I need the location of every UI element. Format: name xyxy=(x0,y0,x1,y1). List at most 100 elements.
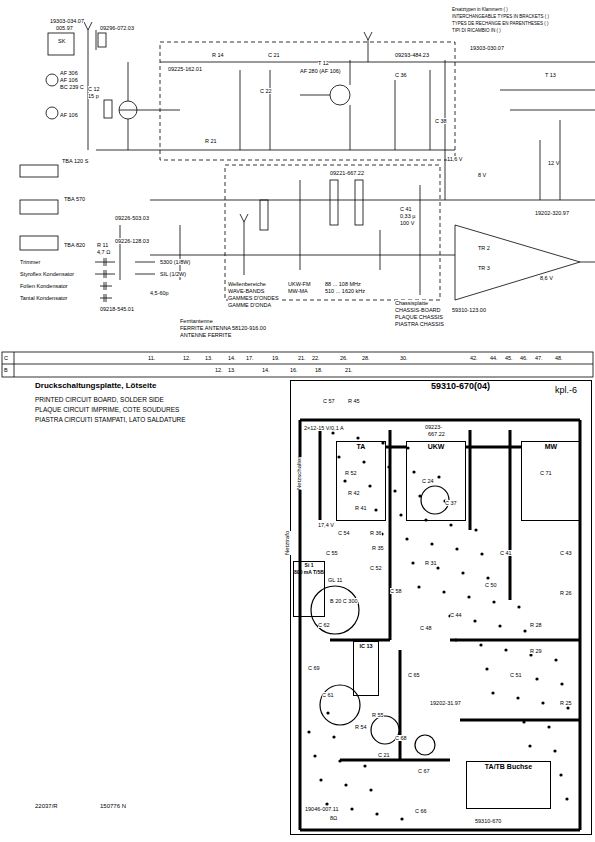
schematic-label: BC 239 C xyxy=(60,84,84,90)
schematic-label: R 21 xyxy=(205,138,217,144)
solder-pad xyxy=(559,773,562,776)
schematic-label: 12. xyxy=(183,355,191,361)
solder-pad xyxy=(498,624,501,627)
pcb-label: C 43 xyxy=(560,550,572,556)
pcb-traces xyxy=(300,420,580,830)
schematic-label: C 21 xyxy=(268,52,280,58)
solder-pad xyxy=(553,749,556,752)
solder-pad xyxy=(338,759,341,762)
pcb-label: R 52 xyxy=(345,470,357,476)
schematic-label: 13. xyxy=(205,355,213,361)
title: Druckschaltungsplatte, Lötseite xyxy=(35,382,156,391)
solder-pad xyxy=(337,455,340,458)
pcb-label: Netztrafo xyxy=(284,531,291,555)
schematic-label: ANTENNE FERRITE xyxy=(180,332,231,338)
schematic-label: 22. xyxy=(312,355,320,361)
pcb-label: kpl.-6 xyxy=(555,386,577,396)
solder-pad xyxy=(486,576,489,579)
schematic-label: 19202-320.97 xyxy=(535,210,569,216)
pcb-label: R 41 xyxy=(355,505,367,511)
solder-pad xyxy=(412,470,415,473)
solder-pad xyxy=(430,542,433,545)
solder-pad xyxy=(461,571,464,574)
schematic-label: 21. xyxy=(345,367,353,373)
solder-pad xyxy=(480,552,483,555)
schematic-label: TBA 120 S xyxy=(62,158,88,164)
schematic-label: 46. xyxy=(520,355,528,361)
box-text: TA xyxy=(337,442,385,451)
pcb-label: C 52 xyxy=(370,565,382,571)
schematic-label: PRINTED CIRCUIT BOARD, SOLDER SIDE xyxy=(35,396,164,403)
pcb-label: 19046-007.11 xyxy=(305,806,339,812)
solder-pad xyxy=(307,730,310,733)
solder-pad xyxy=(547,725,550,728)
solder-pad xyxy=(479,643,482,646)
legend-text: Folien Kondensator xyxy=(20,283,68,289)
component-box: IC 13 xyxy=(353,641,379,696)
schematic-label: PLAQUE CIRCUIT IMPRIME, COTE SOUDURES xyxy=(35,406,179,413)
schematic-label: Chassisplatte xyxy=(395,300,428,306)
schematic-label: 17. xyxy=(246,355,254,361)
solder-pad xyxy=(375,812,378,815)
solder-pad xyxy=(319,778,322,781)
legend-text: Tantal Kondensator xyxy=(20,295,67,301)
pcb-label: C 50 xyxy=(485,582,497,588)
legend-text: Styroflex Kondensator xyxy=(20,271,74,277)
schematic-label: WAVE-BANDS xyxy=(228,288,264,294)
solder-pad xyxy=(455,547,458,550)
pcb-board: 59310-670(04)TAUKWMWIC 13Si 1800 mA T/5B… xyxy=(290,380,592,835)
schematic-label: 28. xyxy=(362,355,370,361)
schematic-label: MW-MA xyxy=(288,288,308,294)
schematic-label: 30. xyxy=(400,355,408,361)
pcb-label: C 55 xyxy=(326,550,338,556)
schematic-label: 16. xyxy=(290,367,298,373)
pcb-label: C 21 xyxy=(378,752,390,758)
schematic-label: 09226-128.03 xyxy=(115,238,149,244)
solder-pad xyxy=(418,494,421,497)
solder-pad xyxy=(522,720,525,723)
schematic-label: 19303-030.07 xyxy=(470,45,504,51)
solder-pad xyxy=(516,696,519,699)
component-box: TA/TB Buchse xyxy=(466,761,551,809)
schematic-label: 44. xyxy=(490,355,498,361)
schematic-label: 005.97 xyxy=(56,25,73,31)
schematic-label: TBA 820 xyxy=(64,242,85,248)
schematic-label: AF 106 xyxy=(60,112,78,118)
schematic-label: 09218-545.01 xyxy=(100,306,134,312)
solder-pad xyxy=(331,431,334,434)
schematic-label: C xyxy=(4,355,8,361)
solder-pad xyxy=(399,513,402,516)
schematic-label: 26. xyxy=(340,355,348,361)
solder-pad xyxy=(411,561,414,564)
solder-pad xyxy=(560,682,563,685)
schematic-label: 4,5-60p xyxy=(150,290,169,296)
schematic-label: 22037/R xyxy=(35,803,58,810)
pcb-label: 8Ω xyxy=(330,815,337,821)
component-box: MW xyxy=(521,441,581,521)
pcb-label: C 51 xyxy=(510,672,522,678)
schematic-label: C 36 xyxy=(395,72,407,78)
pcb-label: R 26 xyxy=(560,590,572,596)
schematic-label: Wellenbereiche xyxy=(228,281,266,287)
box-text: TA/TB Buchse xyxy=(467,762,550,771)
pcb-trace xyxy=(466,446,521,449)
pcb-label: C 58 xyxy=(390,588,402,594)
solder-pad xyxy=(437,475,440,478)
solder-pad xyxy=(454,638,457,641)
schematic-label: GAMMES D'ONDES xyxy=(228,295,279,301)
pcb-label: Netzschalter xyxy=(296,457,303,490)
pcb-label: C 66 xyxy=(415,808,427,814)
pcb-label: C 54 xyxy=(338,530,350,536)
solder-pad xyxy=(528,744,531,747)
solder-pad xyxy=(449,523,452,526)
schematic-label: 150776 N xyxy=(100,803,126,810)
socket-symbol xyxy=(48,33,74,55)
solder-pad xyxy=(313,754,316,757)
schematic-label: GAMME D'ONDA xyxy=(228,302,271,308)
schematic-label: 59310-123.00 xyxy=(452,307,486,313)
schematic-label: INTERCHANGEABLE TYPES IN BRACKETS ( ) xyxy=(452,15,549,20)
pcb-label: C 48 xyxy=(420,625,432,631)
pcb-trace xyxy=(386,446,406,449)
solder-pad xyxy=(350,807,353,810)
solder-pad xyxy=(369,788,372,791)
